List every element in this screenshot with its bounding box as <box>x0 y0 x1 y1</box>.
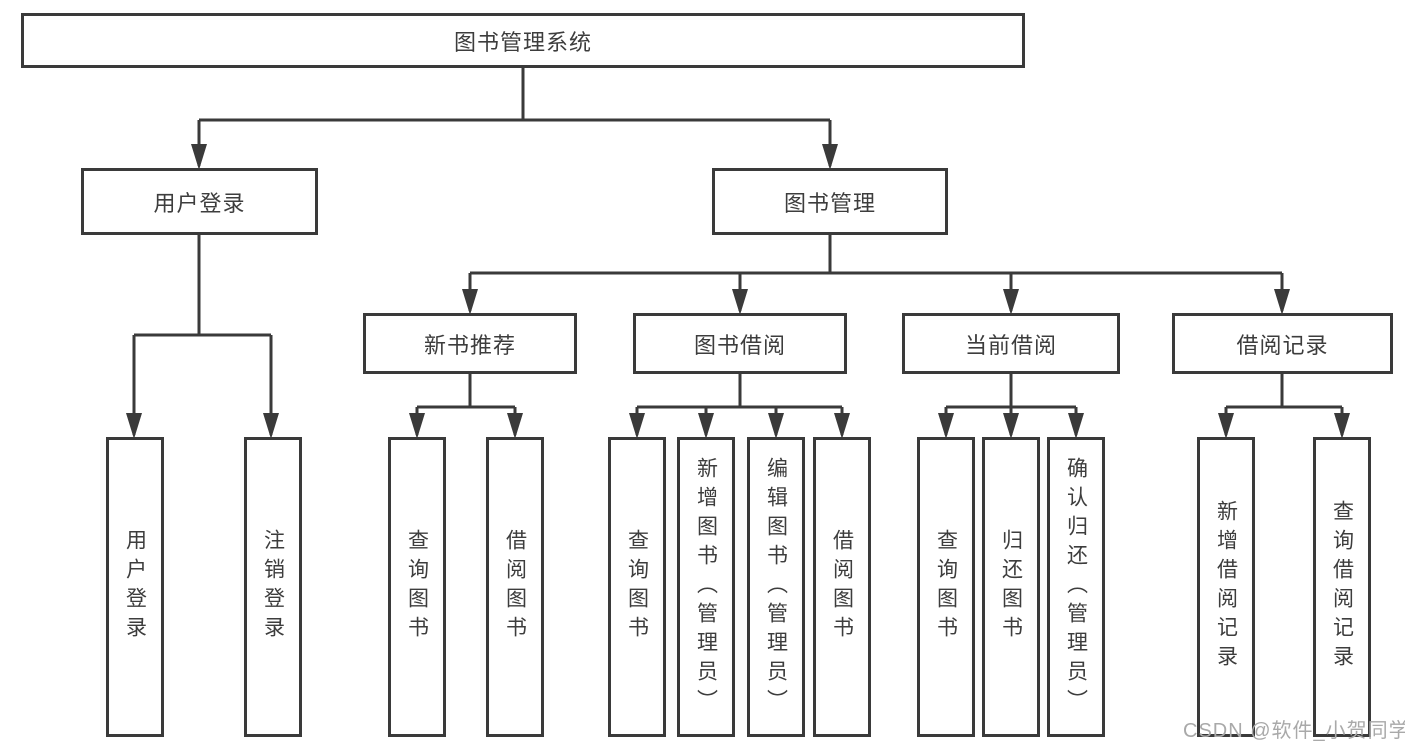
leaf-query-books-current: 查询图书 <box>917 437 975 737</box>
node-label: 注销登录 <box>261 529 285 645</box>
leaf-borrow-books-borrowing: 借阅图书 <box>813 437 871 737</box>
node-label: 用户登录 <box>123 529 147 645</box>
node-library-system: 图书管理系统 <box>21 13 1025 68</box>
node-label: 借阅图书 <box>503 529 527 645</box>
node-label: 新增图书（管理员） <box>694 456 718 718</box>
node-label: 归还图书 <box>999 529 1023 645</box>
leaf-query-books-borrowing: 查询图书 <box>608 437 666 737</box>
node-label: 新增借阅记录 <box>1214 500 1238 674</box>
leaf-user-login: 用户登录 <box>106 437 164 737</box>
watermark: CSDN @软件_小贺同学 <box>1183 720 1405 742</box>
node-book-borrowing: 图书借阅 <box>633 313 847 374</box>
node-label: 确认归还（管理员） <box>1064 456 1088 718</box>
node-label: 借阅图书 <box>830 529 854 645</box>
node-label: 新书推荐 <box>423 332 516 358</box>
leaf-query-books-recommend: 查询图书 <box>388 437 446 737</box>
leaf-query-borrow-record: 查询借阅记录 <box>1313 437 1371 737</box>
node-label: 查询图书 <box>405 529 429 645</box>
node-borrowing-records: 借阅记录 <box>1172 313 1393 374</box>
node-label: 图书借阅 <box>693 332 786 358</box>
node-label: 借阅记录 <box>1236 332 1329 358</box>
node-current-borrowing: 当前借阅 <box>902 313 1120 374</box>
node-label: 用户登录 <box>153 190 246 216</box>
node-book-management: 图书管理 <box>712 168 948 235</box>
leaf-edit-books-admin: 编辑图书（管理员） <box>747 437 805 737</box>
leaf-borrow-books-recommend: 借阅图书 <box>486 437 544 737</box>
leaf-confirm-return-admin: 确认归还（管理员） <box>1047 437 1105 737</box>
node-label: 查询图书 <box>934 529 958 645</box>
leaf-add-borrow-record: 新增借阅记录 <box>1197 437 1255 737</box>
node-label: 编辑图书（管理员） <box>764 456 788 718</box>
leaf-return-books: 归还图书 <box>982 437 1040 737</box>
node-label: 图书管理系统 <box>453 29 592 55</box>
node-label: 图书管理 <box>783 190 876 216</box>
node-label: 当前借阅 <box>964 332 1057 358</box>
node-new-book-recommend: 新书推荐 <box>363 313 577 374</box>
leaf-logout-login: 注销登录 <box>244 437 302 737</box>
node-label: 查询借阅记录 <box>1330 500 1354 674</box>
leaf-add-books-admin: 新增图书（管理员） <box>677 437 735 737</box>
node-label: 查询图书 <box>625 529 649 645</box>
node-user-login: 用户登录 <box>81 168 318 235</box>
